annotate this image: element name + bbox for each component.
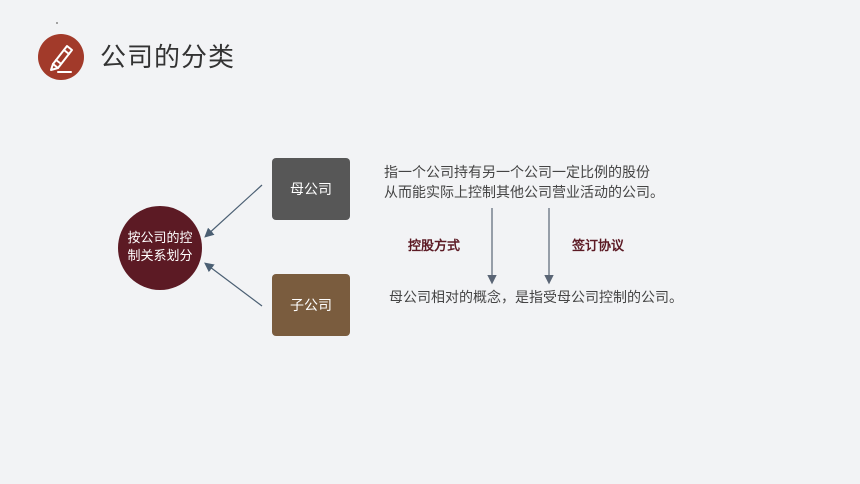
arrow-child-to-center	[204, 262, 263, 307]
parent-company-label: 母公司	[290, 182, 332, 198]
subsidiary-label: 子公司	[290, 298, 332, 314]
classification-label: 按公司的控制关系划分	[127, 231, 193, 264]
decorative-dot	[56, 22, 58, 24]
parent-company-description: 指一个公司持有另一个公司一定比例的股份 从而能实际上控制其他公司营业活动的公司。	[384, 163, 664, 203]
holding-method-label: 控股方式	[408, 239, 461, 254]
page-title: 公司的分类	[100, 43, 236, 73]
classification-circle: 按公司的控制关系划分	[118, 206, 202, 290]
arrow-parent-to-center	[204, 184, 263, 238]
parent-company-box: 母公司	[272, 158, 350, 220]
subsidiary-description: 母公司相对的概念，是指受母公司控制的公司。	[389, 290, 683, 306]
subsidiary-box: 子公司	[272, 274, 350, 336]
parent-description-line-1: 指一个公司持有另一个公司一定比例的股份	[384, 165, 650, 181]
agreement-label: 签订协议	[572, 239, 625, 254]
pencil-icon	[38, 34, 84, 80]
parent-description-line-2: 从而能实际上控制其他公司营业活动的公司。	[384, 185, 664, 201]
